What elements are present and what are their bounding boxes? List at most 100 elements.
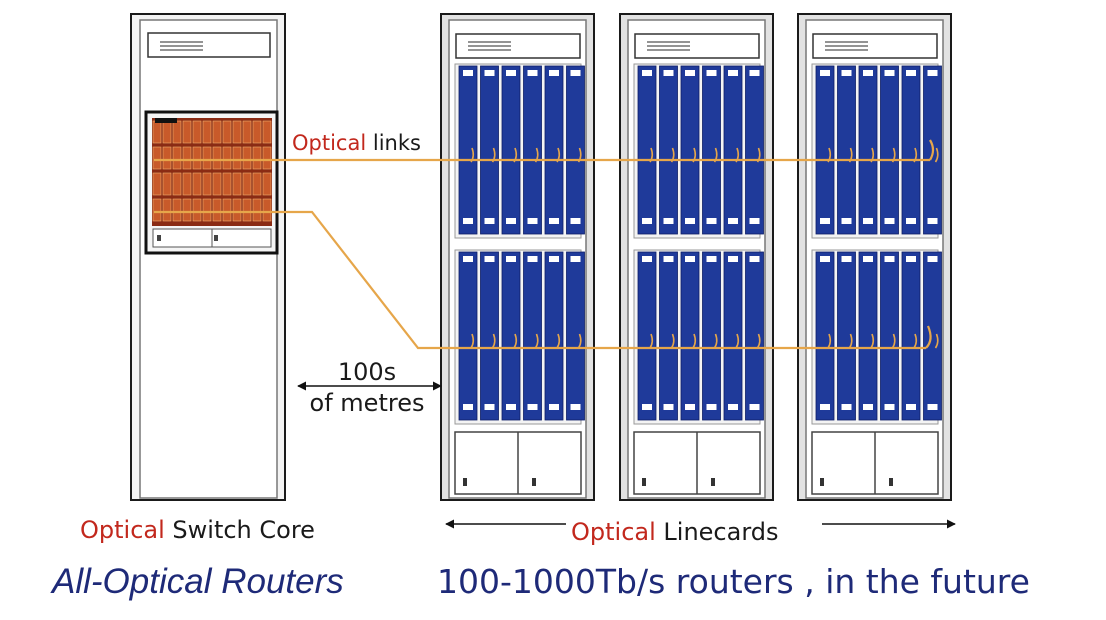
fabric-indicator — [155, 118, 177, 123]
linecard-latch — [484, 218, 495, 224]
linecard-latch — [820, 404, 830, 410]
fabric-module — [172, 198, 182, 222]
fabric-module — [202, 120, 212, 144]
linecard-latch — [549, 256, 559, 262]
fabric-module — [232, 172, 242, 196]
switch-core-rest: Switch Core — [164, 516, 315, 544]
linecard — [858, 251, 878, 421]
linecard-latch — [685, 256, 695, 262]
linecard-latch — [484, 256, 495, 262]
fabric-module — [162, 198, 172, 222]
fabric-module — [262, 146, 272, 170]
linecard — [680, 65, 700, 235]
linecard — [815, 251, 835, 421]
future-caption: 100-1000Tb/s routers , in the future — [437, 562, 1030, 601]
linecard — [815, 65, 835, 235]
linecard-latch — [506, 256, 516, 262]
linecard — [501, 251, 521, 421]
linecard-latch — [749, 256, 760, 262]
linecard-latch — [927, 256, 938, 262]
linecard-latch — [728, 256, 738, 262]
linecard — [901, 65, 921, 235]
fabric-module — [232, 146, 242, 170]
optical-link-upper-hook — [929, 139, 935, 161]
fabric-module — [202, 172, 212, 196]
distance-line2: of metres — [309, 389, 425, 417]
linecard — [702, 65, 721, 235]
linecard-latch — [527, 404, 538, 410]
fabric-module — [152, 198, 162, 222]
linecard-latch — [863, 218, 873, 224]
linecard — [723, 65, 743, 235]
linecard-latch — [863, 256, 873, 262]
linecard-latch — [906, 218, 916, 224]
fabric-module — [232, 198, 242, 222]
linecard-latch — [463, 404, 473, 410]
optical-link-lower — [154, 210, 926, 350]
linecard-latch — [927, 70, 938, 76]
linecard — [566, 65, 585, 235]
linecard-latch — [527, 218, 538, 224]
linecard — [702, 251, 721, 421]
fabric-module — [162, 172, 172, 196]
fabric-module — [152, 120, 162, 144]
linecard-latch — [527, 70, 538, 76]
fabric-module — [172, 172, 182, 196]
linecard — [480, 65, 499, 235]
fabric-module — [162, 146, 172, 170]
fabric-module — [152, 146, 162, 170]
linecards-highlight: Optical — [571, 518, 656, 546]
optical-switch-core-rack — [130, 13, 286, 501]
linecard-latch — [820, 218, 830, 224]
linecard-latch — [642, 404, 652, 410]
linecard-latch — [685, 218, 695, 224]
linecard-latch — [484, 70, 495, 76]
linecard-latch — [484, 404, 495, 410]
linecard-latch — [549, 70, 559, 76]
linecard-latch — [820, 70, 830, 76]
linecards-rest: Linecards — [655, 518, 779, 546]
linecard-latch — [906, 404, 916, 410]
linecard-latch — [863, 404, 873, 410]
fabric-module — [262, 172, 272, 196]
fabric-module — [162, 120, 172, 144]
linecard-latch — [685, 70, 695, 76]
linecard-latch — [927, 218, 938, 224]
linecard-latch — [841, 218, 852, 224]
fabric-module — [262, 120, 272, 144]
linecard-latch — [663, 218, 674, 224]
linecard-latch — [706, 404, 717, 410]
optical-links-rest: links — [366, 131, 421, 155]
linecard — [566, 251, 585, 421]
fabric-module — [182, 120, 192, 144]
linecard-latch — [706, 218, 717, 224]
fabric-module — [242, 146, 252, 170]
linecard-latch — [570, 256, 581, 262]
linecard — [880, 65, 899, 235]
linecard-latch — [506, 404, 516, 410]
fabric-module — [172, 146, 182, 170]
fabric-module — [202, 198, 212, 222]
fabric-module — [222, 146, 232, 170]
linecard-latch — [906, 70, 916, 76]
cabinet-handle — [532, 478, 536, 486]
cabinet-handle — [711, 478, 715, 486]
linecard-fiber — [934, 333, 939, 349]
fabric-module — [262, 198, 272, 222]
linecard — [501, 65, 521, 235]
linecard-latch — [663, 404, 674, 410]
linecard-latch — [863, 70, 873, 76]
linecard-latch — [749, 218, 760, 224]
linecard-latch — [728, 218, 738, 224]
linecard-latch — [841, 70, 852, 76]
fabric-module — [152, 172, 162, 196]
fabric-module — [252, 120, 262, 144]
linecard — [858, 65, 878, 235]
fabric-module — [242, 172, 252, 196]
linecard — [480, 251, 499, 421]
cabinet-handle — [820, 478, 824, 486]
linecard — [544, 65, 564, 235]
linecard — [637, 65, 657, 235]
linecard-latch — [728, 70, 738, 76]
linecard — [723, 251, 743, 421]
